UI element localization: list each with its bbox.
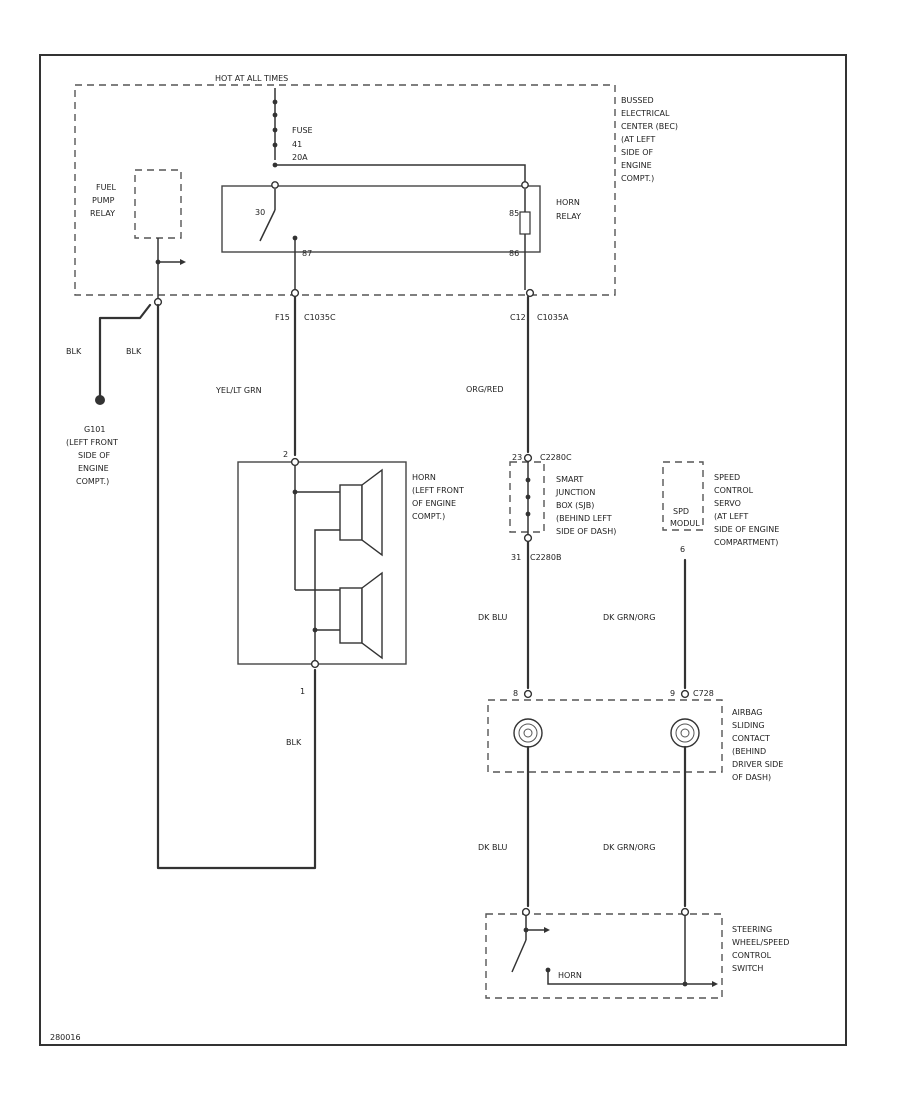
horn-switch-return	[547, 970, 712, 985]
horn-switch-blade	[511, 939, 527, 973]
relay-pin-85-terminal	[521, 181, 529, 189]
clockspring-coil-1-inner	[518, 723, 538, 743]
fuel-pump-arrow-head	[180, 259, 186, 265]
wire-blk-2: BLK	[126, 347, 142, 356]
sjb-node-2	[525, 494, 531, 500]
sjb-connector-label: C2280C	[540, 453, 572, 462]
connector-c1035a	[525, 288, 535, 298]
clockspring-pin-8-terminal	[523, 689, 533, 699]
horn-switch-return-arrow	[712, 981, 718, 987]
wire-blk-1: BLK	[66, 347, 82, 356]
sjb-node-1	[525, 477, 531, 483]
sjb-box	[509, 461, 545, 533]
horn-pin-1: 1	[300, 687, 305, 696]
horn-ground-bus	[314, 529, 340, 660]
horn-speaker-2-body	[339, 587, 363, 644]
horn-relay-label: HORN RELAY	[556, 198, 582, 221]
relay-coil	[519, 211, 531, 235]
hot-at-all-times-label: HOT AT ALL TIMES	[215, 74, 288, 83]
becc-box	[74, 84, 616, 296]
speed-servo-inner: SPD MODUL	[670, 507, 700, 528]
steering-switch-label: STEERING WHEEL/SPEED CONTROL SWITCH	[732, 925, 792, 973]
sjb-pin-23: 23	[512, 453, 522, 462]
wire-dk-blu-label-1: DK BLU	[478, 613, 507, 622]
connector-c1035c	[290, 288, 300, 298]
clockspring-coil-2-inner	[675, 723, 695, 743]
horn-pin-2: 2	[283, 450, 288, 459]
relay-switch-blade	[259, 209, 276, 242]
fuse-node-4	[272, 142, 278, 148]
fuse-node-2	[272, 112, 278, 118]
horn-relay-box	[221, 185, 541, 253]
horn-speaker-2-cone	[361, 571, 383, 660]
steering-switch-blu-terminal	[521, 907, 531, 917]
wire-yel-lt-grn-label: YEL/LT GRN	[215, 386, 262, 395]
sjb-out-terminal	[523, 533, 533, 543]
steering-switch-grn-terminal	[680, 907, 690, 917]
relay-pin-85: 85	[509, 209, 519, 218]
ground-g101-label: G101 (LEFT FRONT SIDE OF ENGINE COMPT.)	[66, 425, 120, 486]
sjb-node-3	[525, 511, 531, 517]
relay-pin-30-terminal	[271, 181, 279, 189]
horn-ground-return	[156, 303, 317, 870]
clockspring-coil-1	[513, 718, 543, 748]
clockspring-pin-9-terminal	[680, 689, 690, 699]
horn-pin-2-terminal	[290, 457, 300, 467]
speed-servo-pin: 6	[680, 545, 685, 554]
fuse-node-3	[272, 127, 278, 133]
wire-dk-grn-org-label-2: DK GRN/ORG	[603, 843, 655, 852]
wire-dk-blu-label-2: DK BLU	[478, 843, 507, 852]
clockspring-connector: C728	[693, 689, 714, 698]
speed-servo-box	[662, 461, 704, 531]
ground-wire-g101	[98, 303, 152, 397]
ground-g101-terminal	[95, 395, 105, 405]
connector-c1035c-label: C1035C	[304, 313, 336, 322]
pin-c12: C12	[510, 313, 526, 322]
horn-label: HORN (LEFT FRONT OF ENGINE COMPT.)	[412, 473, 466, 521]
horn-speaker-1-cone	[361, 468, 383, 557]
relay-pin-30: 30	[255, 208, 265, 217]
sjb-pin-23-terminal	[523, 453, 533, 463]
relay-pin-87: 87	[302, 249, 312, 258]
sjb-out-pin: 31	[511, 553, 521, 562]
fuse-node-1	[272, 99, 278, 105]
diagram-id: 280016	[50, 1033, 81, 1042]
fuse-label: FUSE 41 20A	[292, 126, 315, 162]
horn-pin-1-terminal	[310, 659, 320, 669]
bus-node	[272, 162, 278, 168]
clockspring-pin-8: 8	[513, 689, 518, 698]
pin-f15: F15	[275, 313, 290, 322]
relay-supply-bus	[275, 164, 526, 183]
wire-blk-3: BLK	[286, 738, 302, 747]
wire-org-red-label: ORG/RED	[466, 385, 504, 394]
speed-switch-node	[682, 981, 688, 987]
connector-c1035a-label: C1035A	[537, 313, 569, 322]
steering-switch-box	[485, 913, 723, 999]
horn-box	[237, 461, 407, 665]
sjb-label: SMART JUNCTION BOX (SJB) (BEHIND LEFT SI…	[555, 475, 616, 536]
connector-c2280b-label: C2280B	[530, 553, 561, 562]
clockspring-box	[487, 699, 723, 773]
clockspring-coil-2	[670, 718, 700, 748]
clockspring-label: AIRBAG SLIDING CONTACT (BEHIND DRIVER SI…	[732, 708, 786, 782]
diagram-frame	[39, 54, 847, 1046]
fuel-pump-relay-label: FUEL PUMP RELAY	[90, 183, 119, 218]
speed-servo-label: SPEED CONTROL SERVO (AT LEFT SIDE OF ENG…	[714, 473, 782, 547]
becc-label: BUSSED ELECTRICAL CENTER (BEC) (AT LEFT …	[621, 96, 681, 183]
wire-dk-grn-org-label-1: DK GRN/ORG	[603, 613, 655, 622]
clockspring-pin-9: 9	[670, 689, 675, 698]
clockspring-coil-2-core	[680, 728, 690, 738]
horn-speaker-1-body	[339, 484, 363, 541]
clockspring-coil-1-core	[523, 728, 533, 738]
horn-switch-arrow-head	[544, 927, 550, 933]
fuel-pump-relay-box	[134, 169, 182, 239]
relay-pin-86: 86	[509, 249, 519, 258]
horn-switch-label: HORN	[558, 971, 582, 980]
